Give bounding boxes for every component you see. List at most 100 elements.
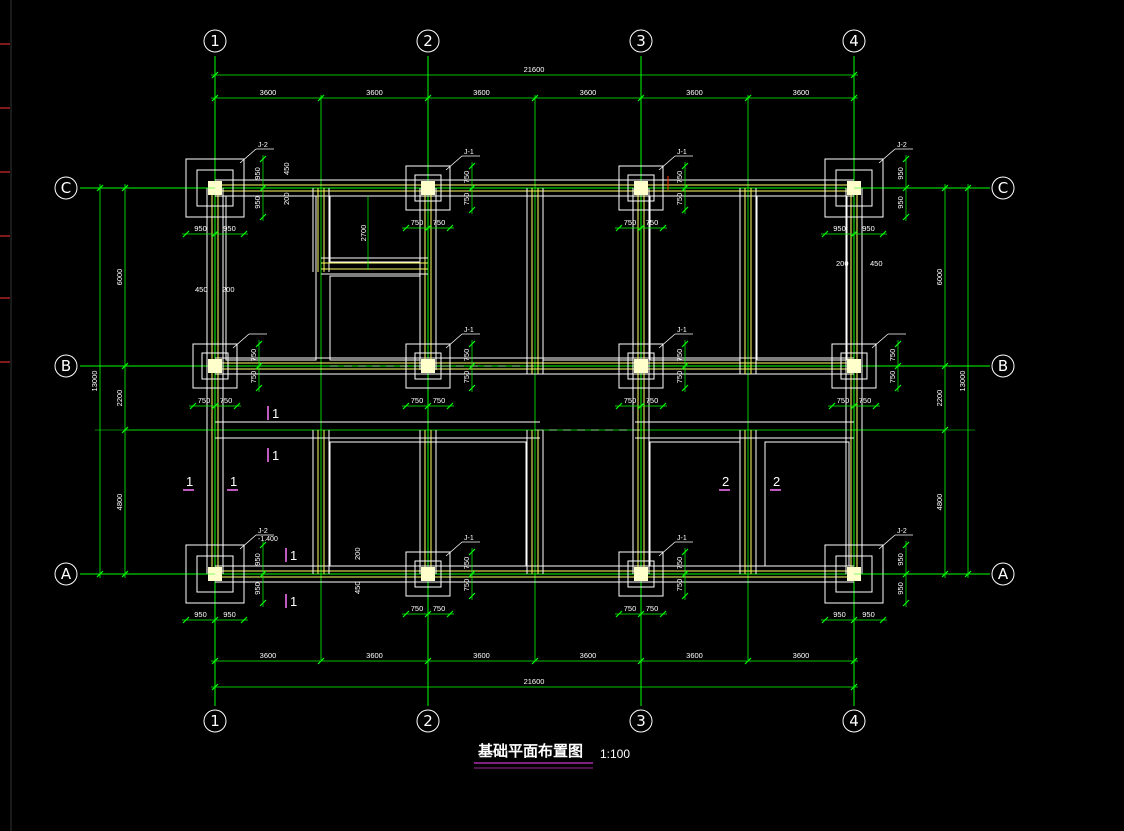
dim-text: 3600 bbox=[686, 651, 703, 660]
dim-tick bbox=[531, 657, 539, 665]
dim-tick bbox=[259, 184, 267, 192]
wall-outlines bbox=[206, 179, 863, 583]
dim-tick bbox=[850, 402, 858, 410]
footing-leader bbox=[658, 333, 676, 349]
fdim-text: 950 bbox=[833, 224, 846, 233]
footing-outer bbox=[618, 551, 664, 597]
fdim-text: 950 bbox=[862, 610, 875, 619]
axis-bubble-label: 3 bbox=[636, 712, 646, 730]
dim-text: 3600 bbox=[686, 88, 703, 97]
fdim-text: 950 bbox=[223, 224, 236, 233]
dim-text: 4800 bbox=[935, 494, 944, 511]
column bbox=[634, 567, 648, 581]
dim-tick bbox=[894, 362, 902, 370]
fdim-text: 750 bbox=[888, 371, 897, 384]
axis-bubble-label: C bbox=[998, 179, 1008, 197]
footing-outer bbox=[192, 343, 238, 389]
offset-dim: 200 bbox=[282, 192, 291, 205]
footing-inner bbox=[840, 352, 868, 380]
section-mark: 1 bbox=[290, 548, 297, 563]
axis-bubble bbox=[842, 709, 866, 733]
axis-bubble bbox=[54, 176, 78, 200]
dim-text: 3600 bbox=[366, 88, 383, 97]
dim-tick bbox=[240, 616, 248, 624]
left-ruler bbox=[0, 0, 12, 831]
dim-text: 4800 bbox=[115, 494, 124, 511]
axis-bubble-label: B bbox=[998, 357, 1008, 375]
fdim-text: 750 bbox=[675, 371, 684, 384]
dim-tick bbox=[468, 570, 476, 578]
dim-tick bbox=[850, 616, 858, 624]
fdim-text: 750 bbox=[411, 604, 424, 613]
fdim-text: 950 bbox=[194, 610, 207, 619]
dim-tick bbox=[902, 213, 910, 221]
axis-bubble bbox=[991, 354, 1015, 378]
dim-text: 3600 bbox=[473, 651, 490, 660]
dim-tick bbox=[402, 610, 410, 618]
offset-dim: 200 bbox=[353, 547, 362, 560]
dim-tick bbox=[850, 230, 858, 238]
dim-tick bbox=[879, 230, 887, 238]
axis-bubble-label: 2 bbox=[423, 712, 433, 730]
dim-tick bbox=[211, 71, 219, 79]
dim-tick bbox=[744, 657, 752, 665]
fdim-text: 750 bbox=[675, 171, 684, 184]
dim-tick bbox=[850, 71, 858, 79]
dim-tick bbox=[96, 184, 104, 192]
footing-inner bbox=[201, 352, 229, 380]
dim-tick bbox=[659, 402, 667, 410]
dim-text: 3600 bbox=[473, 88, 490, 97]
dim-tick bbox=[531, 94, 539, 102]
footing-label: J-1 bbox=[464, 535, 474, 542]
axis-bubble bbox=[842, 29, 866, 53]
dim-tick bbox=[902, 570, 910, 578]
fdim-text: 950 bbox=[896, 196, 905, 209]
dim-tick bbox=[424, 657, 432, 665]
dim-tick bbox=[941, 362, 949, 370]
dim-tick bbox=[259, 155, 267, 163]
axis-bubble-label: 4 bbox=[849, 712, 859, 730]
dim-tick bbox=[902, 155, 910, 163]
dim-text: 3600 bbox=[260, 88, 277, 97]
dim-tick bbox=[902, 599, 910, 607]
fdim-text: 750 bbox=[433, 604, 446, 613]
offset-dim: 450 bbox=[870, 259, 883, 268]
footing-leader bbox=[445, 541, 463, 557]
column bbox=[634, 181, 648, 195]
dim-tick bbox=[637, 224, 645, 232]
axis-bubble-label: C bbox=[61, 179, 71, 197]
dim-tick bbox=[850, 683, 858, 691]
dim-text: 2200 bbox=[115, 390, 124, 407]
footing-label: J-1 bbox=[677, 327, 687, 334]
fdim-text: 750 bbox=[462, 193, 471, 206]
footing-label: J-2 bbox=[258, 528, 268, 535]
fdim-text: 950 bbox=[253, 553, 262, 566]
dim-tick bbox=[121, 184, 129, 192]
dim-tick bbox=[659, 610, 667, 618]
axis-lines bbox=[80, 56, 990, 706]
footing-leader bbox=[445, 333, 463, 349]
axis-bubble-label: 4 bbox=[849, 32, 859, 50]
footing-inner bbox=[627, 560, 655, 588]
drawing-scale: 1:100 bbox=[600, 747, 630, 761]
dim-tick bbox=[182, 230, 190, 238]
room-outline bbox=[649, 441, 741, 567]
footing-inner bbox=[627, 352, 655, 380]
fdim-text: 750 bbox=[198, 396, 211, 405]
dim-tick bbox=[894, 340, 902, 348]
section-mark: 1 bbox=[272, 448, 279, 463]
fdim-text: 950 bbox=[253, 167, 262, 180]
dim-tick bbox=[233, 402, 241, 410]
dim-tick bbox=[121, 362, 129, 370]
fdim-text: 750 bbox=[411, 396, 424, 405]
column bbox=[847, 359, 861, 373]
dim-tick bbox=[964, 570, 972, 578]
footing-outer bbox=[405, 551, 451, 597]
axis-bubble bbox=[629, 709, 653, 733]
fdim-text: 750 bbox=[462, 171, 471, 184]
fdim-text: 750 bbox=[462, 349, 471, 362]
column bbox=[634, 359, 648, 373]
dim-tick bbox=[317, 94, 325, 102]
